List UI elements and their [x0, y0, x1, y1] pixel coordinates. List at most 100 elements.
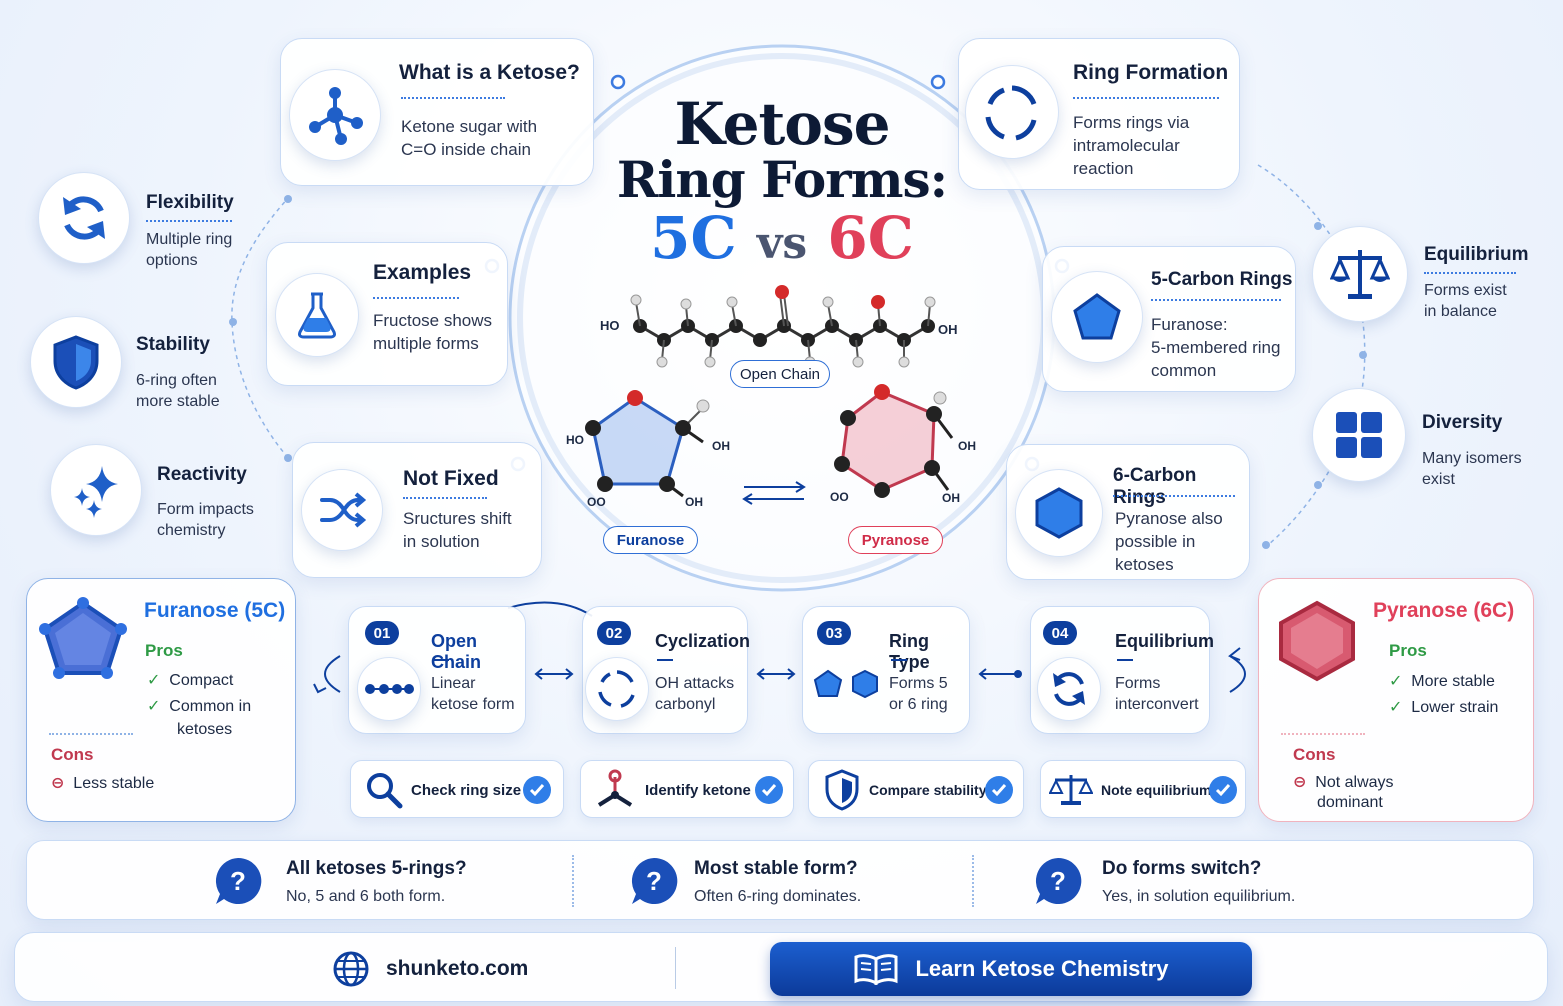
equilibrium-side-title: Equilibrium [1424, 244, 1529, 265]
equilibrium-refresh-icon [1037, 657, 1101, 721]
shield-icon [30, 316, 122, 408]
pentagon-icon [1051, 271, 1143, 363]
check-compare-stability-label: Compare stability [869, 782, 987, 798]
step-03-badge: 03 [817, 621, 851, 645]
furanose-pentagon-icon [39, 597, 127, 679]
title-line1: Ketose [674, 90, 890, 158]
step-03-title: Ring Type [889, 631, 930, 672]
fur-oh2-label: OH [685, 495, 703, 509]
furanose-panel: Furanose (5C) Pros ✓ Compact ✓ Common in… [26, 578, 296, 822]
svg-text:?: ? [646, 866, 662, 896]
check-ring-size[interactable]: Check ring size [350, 760, 564, 818]
step-01-title: Open Chain [431, 631, 482, 672]
pyranose-pill: Pyranose [848, 526, 943, 554]
furanose-cons-label: Cons [51, 745, 94, 764]
fur-ho-label: HO [566, 433, 584, 447]
book-icon [854, 954, 898, 985]
faq-3-question: Do forms switch? [1102, 858, 1262, 879]
pyr-oh2-label: OH [942, 491, 960, 505]
fur-oo-label: OO [587, 495, 606, 509]
question-icon: ? [631, 857, 678, 904]
ring-type-icon [813, 669, 878, 699]
main-title: Ketose Ring Forms: 5C vs 6C [560, 90, 1004, 272]
shield-small-icon [825, 769, 859, 811]
title-6c: 6C [827, 204, 914, 272]
scales-small-icon [1049, 775, 1093, 805]
check-identify-ketone[interactable]: Identify ketone [580, 760, 794, 818]
faq-1-question: All ketoses 5-rings? [286, 858, 467, 879]
faq-3-answer: Yes, in solution equilibrium. [1102, 888, 1296, 905]
cycle-icon [965, 65, 1059, 159]
title-vs: vs [756, 218, 808, 269]
globe-icon [333, 951, 369, 987]
pyranose-panel-title: Pyranose (6C) [1373, 599, 1515, 622]
examples-title: Examples [373, 261, 472, 284]
pyranose-cons-list: ⊖ Not always dominant [1293, 774, 1394, 811]
c6-title: 6-Carbon Rings [1113, 465, 1197, 508]
faq-2-question: Most stable form? [694, 858, 858, 879]
footer-site-link[interactable]: shunketo.com [386, 957, 529, 980]
pyranose-pros-list: ✓ More stable ✓ Lower strain [1389, 673, 1499, 716]
cyclization-icon [585, 657, 649, 721]
step-04-badge: 04 [1043, 621, 1077, 645]
check-identify-ketone-label: Identify ketone [645, 782, 751, 799]
sparkle-icon [50, 444, 142, 536]
open-chain-molecule [630, 285, 936, 368]
what-title: What is a Ketose? [399, 61, 580, 84]
check-note-equilibrium-label: Note equilibrium [1101, 782, 1212, 798]
grid-icon [1312, 388, 1406, 482]
pyr-oh1-label: OH [958, 439, 976, 453]
chain-dots-icon [357, 657, 421, 721]
diversity-title: Diversity [1422, 412, 1503, 433]
check-note-equilibrium[interactable]: Note equilibrium [1040, 760, 1246, 818]
notfixed-title: Not Fixed [403, 467, 499, 490]
furanose-cons-list: ⊖ Less stable [51, 775, 155, 792]
check-mark-icon [1209, 776, 1237, 804]
furanose-ring [585, 390, 710, 498]
c5-title: 5-Carbon Rings [1151, 269, 1293, 290]
stability-title: Stability [136, 334, 210, 355]
question-icon: ? [215, 857, 262, 904]
pyranose-hexagon-icon [1279, 600, 1355, 682]
ketone-icon [597, 769, 633, 807]
cta-label: Learn Ketose Chemistry [915, 956, 1169, 981]
furanose-pros-list: ✓ Compact ✓ Common in ketoses [147, 672, 252, 738]
flask-icon [275, 273, 359, 357]
pyranose-pros-label: Pros [1389, 641, 1427, 660]
check-mark-icon [755, 776, 783, 804]
fur-oh1-label: OH [712, 439, 730, 453]
check-compare-stability[interactable]: Compare stability [808, 760, 1024, 818]
faq-bar [26, 840, 1534, 920]
title-5c: 5C [650, 204, 737, 272]
scales-icon [1312, 226, 1408, 322]
reactivity-title: Reactivity [157, 464, 247, 485]
check-mark-icon [985, 776, 1013, 804]
learn-ketose-chemistry-button[interactable]: Learn Ketose Chemistry [770, 942, 1252, 996]
title-line2: Ring Forms: [616, 150, 948, 209]
step-02-title: Cyclization [655, 631, 751, 651]
pyranose-cons-label: Cons [1293, 745, 1336, 764]
refresh-icon [38, 172, 130, 264]
question-icon: ? [1035, 857, 1082, 904]
chain-ho-label: HO [600, 318, 620, 333]
